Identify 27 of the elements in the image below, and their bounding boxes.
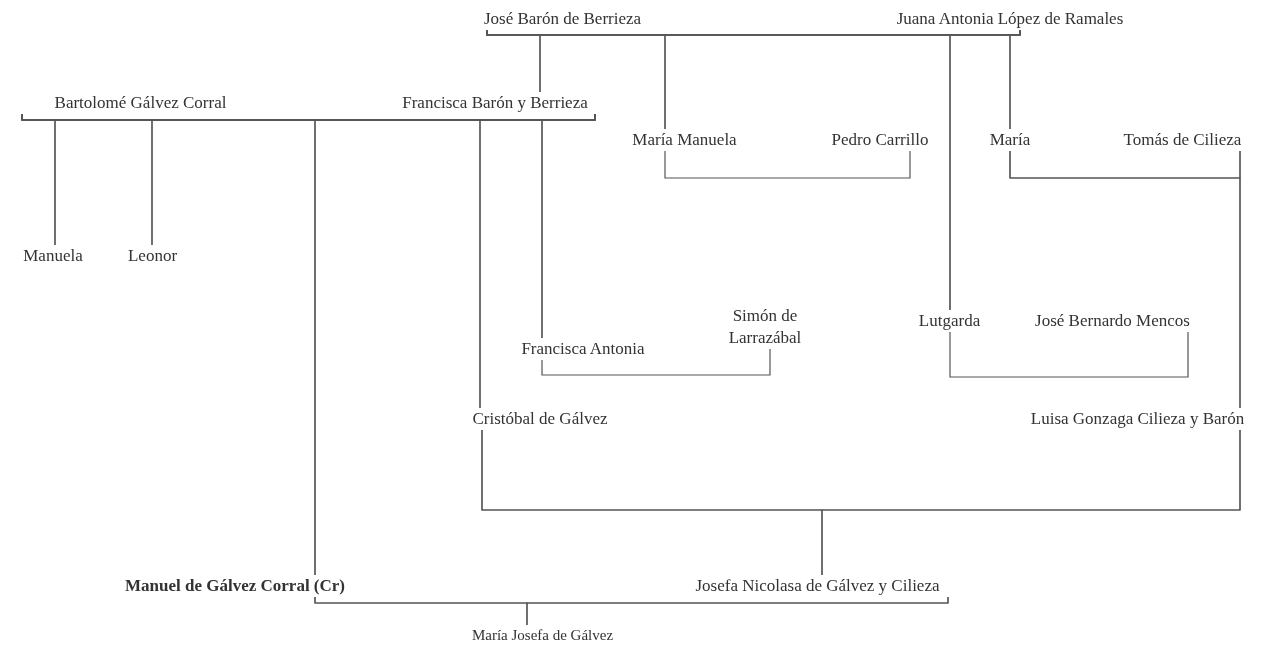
person-name: Luisa Gonzaga Cilieza y Barón [1000,408,1275,430]
family-line [949,331,1189,378]
person-name: Manuela [8,245,98,267]
person-name: Bartolomé Gálvez Corral [8,92,273,114]
family-line [541,348,771,376]
person-name: Josefa Nicolasa de Gálvez y Cilieza [640,575,995,597]
person-name: Pedro Carrillo [820,129,940,151]
person-name: María [980,129,1040,151]
person-name: José Barón de Berrieza [465,8,660,30]
person-name: Manuel de Gálvez Corral (Cr) [110,575,360,597]
person-name: Simón de Larrazábal [715,305,815,349]
person-name: Lutgarda [912,310,987,332]
person-name: Juana Antonia López de Ramales [865,8,1155,30]
family-line [664,150,911,179]
person-name: Francisca Barón y Berrieza [355,92,635,114]
family-line [1239,150,1241,409]
family-line [526,596,949,626]
person-name: Tomás de Cilieza [1090,129,1275,151]
person-name: Leonor [110,245,195,267]
person-name: María Josefa de Gálvez [430,625,655,645]
person-name: José Bernardo Mencos [1015,310,1210,332]
person-name: Francisca Antonia [488,338,678,360]
person-name: Cristóbal de Gálvez [445,408,635,430]
family-line [541,113,596,339]
person-name: María Manuela [612,129,757,151]
family-line [821,429,1241,576]
family-line [1009,29,1021,130]
